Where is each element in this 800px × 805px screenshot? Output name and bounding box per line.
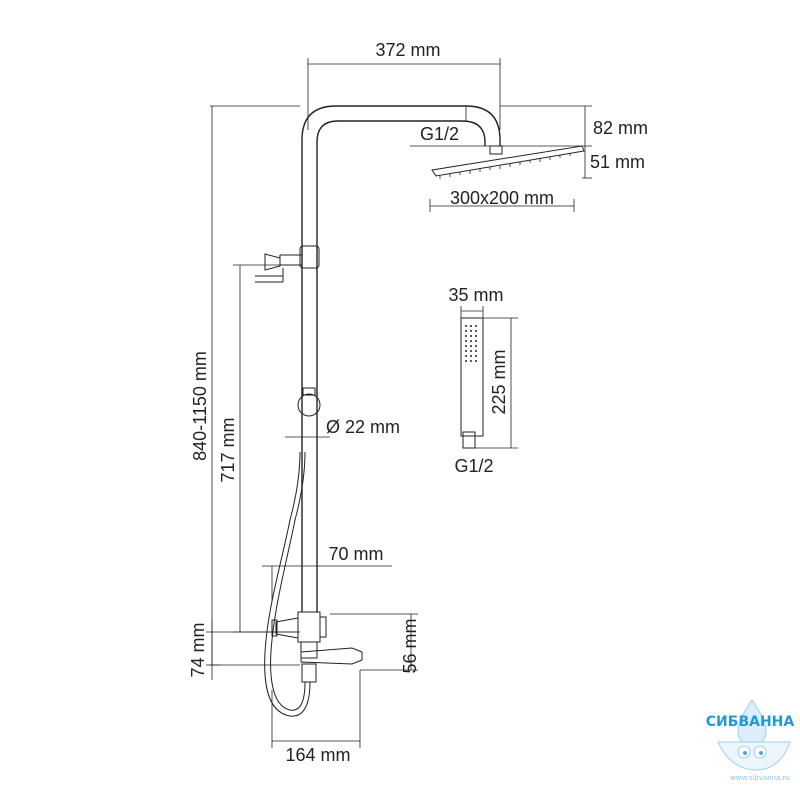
shower-column (301, 105, 501, 612)
label-slide-rail: 717 mm (218, 417, 238, 482)
nozzle-dots (465, 325, 477, 362)
hand-shower-detail (460, 317, 484, 449)
label-head-height: 82 mm (593, 118, 648, 138)
hose (264, 451, 311, 717)
label-head-connection: G1/2 (420, 124, 459, 144)
label-mixer-height: 74 mm (188, 622, 208, 677)
watermark-brand: СИБВАННА (706, 714, 795, 730)
label-mixer-offset: 70 mm (328, 544, 383, 564)
shower-head (431, 145, 585, 179)
watermark-url: www.sibvanna.ru (730, 774, 790, 782)
label-handshower-connection: G1/2 (454, 456, 493, 476)
label-total-height: 840-1150 mm (190, 351, 210, 461)
label-spout-height: 56 mm (400, 618, 420, 673)
label-pipe-diameter: Ø 22 mm (326, 417, 400, 437)
label-handshower-width: 35 mm (448, 285, 503, 305)
label-spout-length: 164 mm (285, 745, 350, 765)
label-head-size: 300x200 mm (450, 188, 554, 208)
label-handshower-length: 225 mm (489, 349, 509, 414)
label-arm-width: 372 mm (375, 40, 440, 60)
top-holder (255, 245, 320, 283)
mixer (271, 611, 363, 683)
dimension-lines (206, 58, 592, 748)
watermark-logo (717, 699, 791, 771)
slider (297, 387, 321, 417)
label-head-thickness: 51 mm (590, 152, 645, 172)
